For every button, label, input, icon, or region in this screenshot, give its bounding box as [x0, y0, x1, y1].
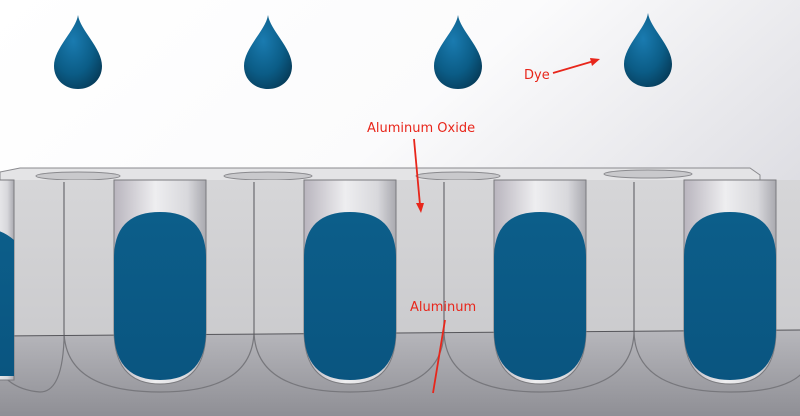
pore-opening: [35, 171, 121, 181]
pointer-arrow-icon: [413, 138, 424, 213]
pointer-arrow-icon: [552, 58, 600, 74]
dye-drop-icon: [244, 15, 292, 89]
dye-in-pore: [494, 212, 586, 380]
dye-drop-icon: [624, 13, 672, 87]
dye-in-pore: [114, 212, 206, 380]
pore-opening: [415, 171, 501, 181]
pore-opening: [603, 169, 693, 179]
pore-openings: [35, 169, 693, 181]
dye-in-pore: [684, 212, 776, 380]
pore-opening: [223, 171, 313, 181]
dye-in-pore: [304, 212, 396, 380]
pointer-arrows: [413, 58, 600, 394]
dye-fill: [0, 212, 776, 380]
dye-drop-icon: [54, 15, 102, 89]
aluminum-oxide-label: Aluminum Oxide: [367, 121, 476, 136]
pointer-arrow-icon: [432, 319, 446, 394]
dye-in-pore: [0, 231, 14, 376]
dye-drops: [54, 13, 672, 89]
dye-label: Dye: [524, 68, 550, 83]
aluminum-label: Aluminum: [410, 300, 477, 315]
dye-drop-icon: [434, 15, 482, 89]
